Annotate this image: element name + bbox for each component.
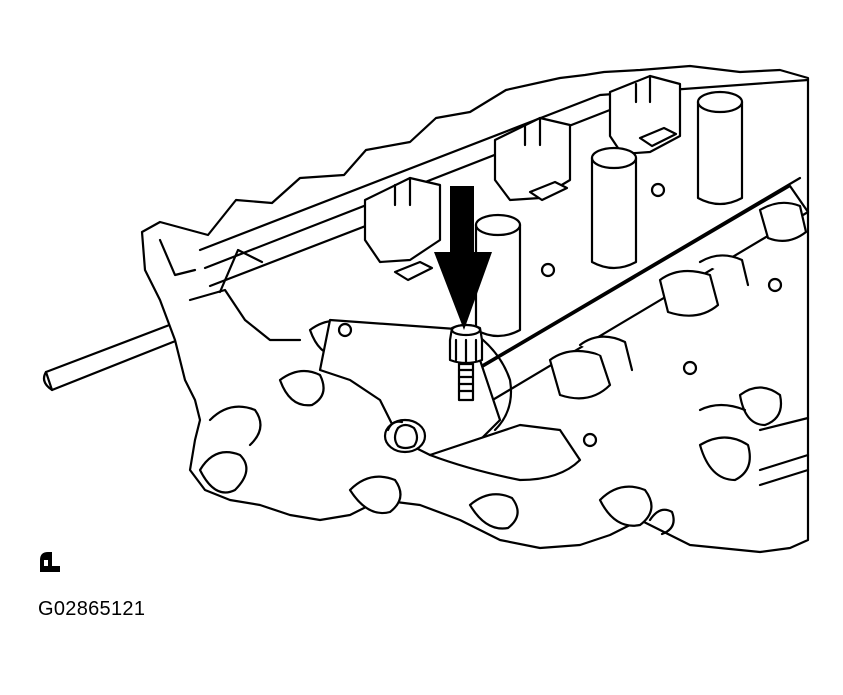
oil-control-valve-bolt xyxy=(448,323,484,402)
indicator-arrow xyxy=(434,186,492,330)
dipstick-rod xyxy=(42,322,180,392)
figure-code: G02865121 xyxy=(38,598,146,620)
lifter-2 xyxy=(590,146,638,270)
pointer-icon xyxy=(40,552,60,572)
camshaft xyxy=(318,176,810,482)
lifter-3 xyxy=(696,90,744,206)
camshaft-journals xyxy=(363,74,682,282)
